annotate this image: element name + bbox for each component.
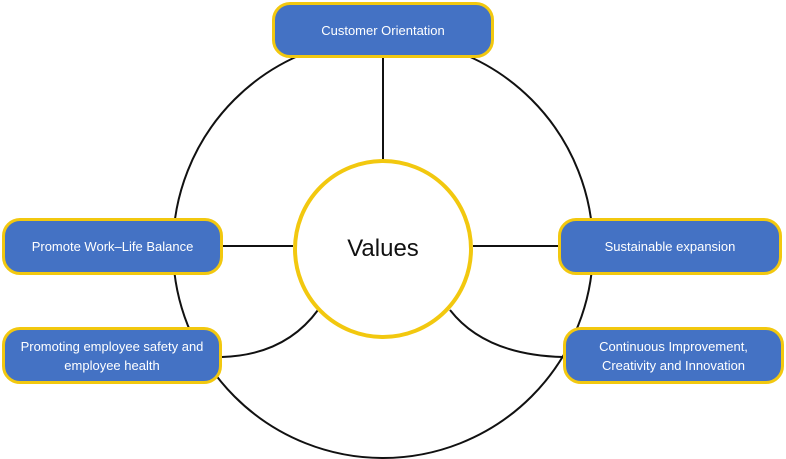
- node-customer-orientation: Customer Orientation: [272, 2, 494, 58]
- node-label: Customer Orientation: [321, 22, 445, 38]
- node-work-life-balance: Promote Work–Life Balance: [2, 218, 223, 275]
- center-label: Values: [347, 235, 419, 262]
- node-label: Continuous Improvement, Creativity and I…: [599, 338, 748, 373]
- connector-bottom-right: [449, 309, 564, 358]
- node-employee-safety-health: Promoting employee safety and employee h…: [2, 327, 222, 384]
- center-values-circle: Values: [293, 159, 473, 339]
- connector-bottom-left: [221, 309, 319, 358]
- node-sustainable-expansion: Sustainable expansion: [558, 218, 782, 275]
- node-continuous-improvement: Continuous Improvement, Creativity and I…: [563, 327, 784, 384]
- node-label: Promote Work–Life Balance: [31, 239, 194, 254]
- node-label: Sustainable expansion: [604, 239, 736, 254]
- node-label: Promoting employee safety and employee h…: [20, 338, 204, 373]
